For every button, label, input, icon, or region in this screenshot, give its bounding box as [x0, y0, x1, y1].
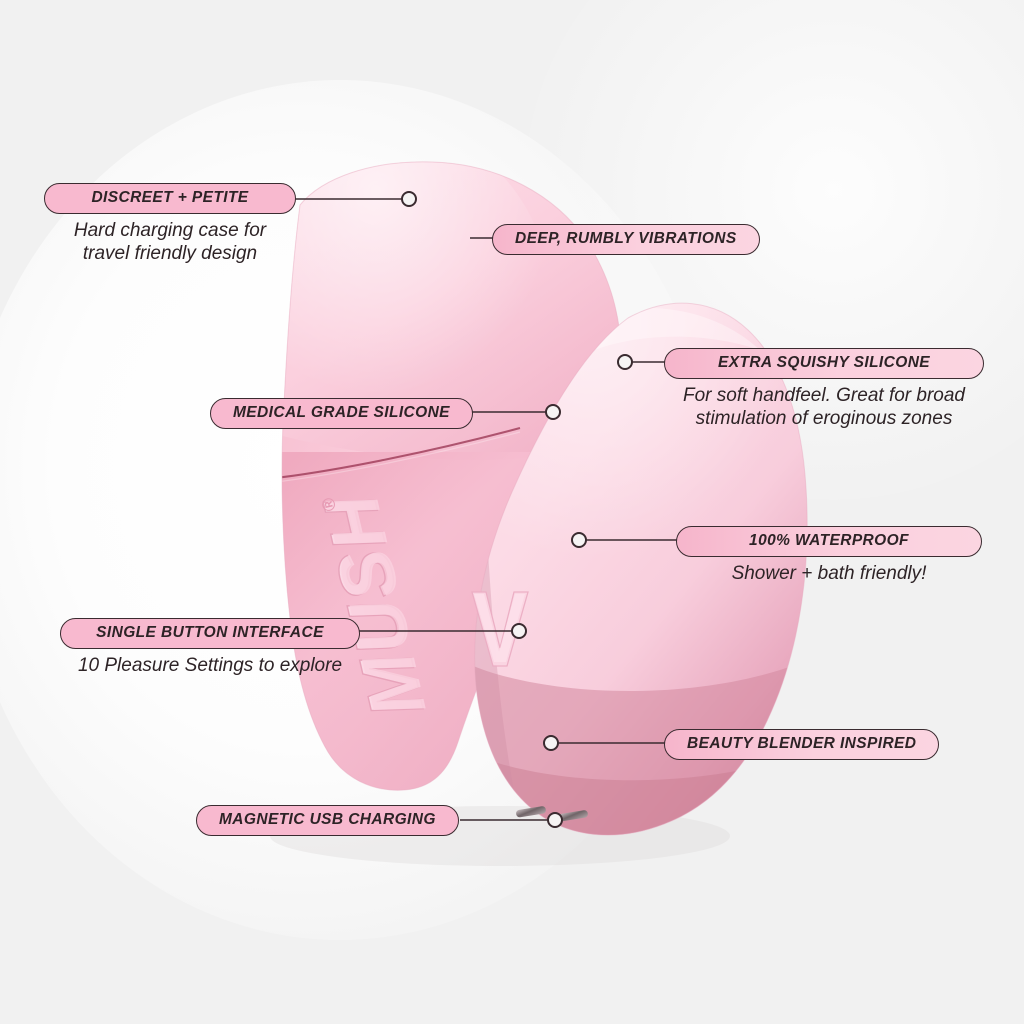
button-emboss-v: [471, 591, 529, 667]
callout-beauty-blender-inspired: BEAUTY BLENDER INSPIRED: [664, 729, 940, 761]
callout-title-medical: MEDICAL GRADE SILICONE: [210, 398, 473, 430]
callout-subtitle-discreet: Hard charging case for travel friendly d…: [73, 220, 267, 265]
callout-title-discreet: DISCREET + PETITE: [44, 183, 296, 215]
callout-subtitle-squishy: For soft handfeel. Great for broad stimu…: [683, 385, 965, 430]
callout-title-waterproof: 100% WATERPROOF: [676, 526, 982, 558]
charging-pin-right: [558, 810, 588, 822]
callout-deep-rumbly-vibrations: DEEP, RUMBLY VIBRATIONS: [492, 224, 760, 256]
callout-extra-squishy-silicone: EXTRA SQUISHY SILICONE For soft handfeel…: [664, 348, 984, 431]
callout-subtitle-single: 10 Pleasure Settings to explore: [77, 655, 343, 677]
callout-title-magnetic: MAGNETIC USB CHARGING: [196, 805, 459, 837]
callout-title-deep: DEEP, RUMBLY VIBRATIONS: [492, 224, 760, 256]
callout-magnetic-usb-charging: MAGNETIC USB CHARGING: [196, 805, 459, 837]
callout-subtitle-waterproof: Shower + bath friendly!: [731, 563, 927, 585]
callout-title-beauty: BEAUTY BLENDER INSPIRED: [664, 729, 940, 761]
callout-waterproof: 100% WATERPROOF Shower + bath friendly!: [676, 526, 982, 585]
callout-title-squishy: EXTRA SQUISHY SILICONE: [664, 348, 984, 380]
callout-discreet-petite: DISCREET + PETITE Hard charging case for…: [44, 183, 296, 266]
magnetic-charging-pins: [516, 806, 588, 822]
registered-mark: ®: [318, 496, 340, 513]
callout-single-button-interface: SINGLE BUTTON INTERFACE 10 Pleasure Sett…: [60, 618, 360, 677]
charging-pin-left: [516, 806, 546, 818]
callout-title-single: SINGLE BUTTON INTERFACE: [60, 618, 360, 650]
callout-medical-grade-silicone: MEDICAL GRADE SILICONE: [210, 398, 473, 430]
